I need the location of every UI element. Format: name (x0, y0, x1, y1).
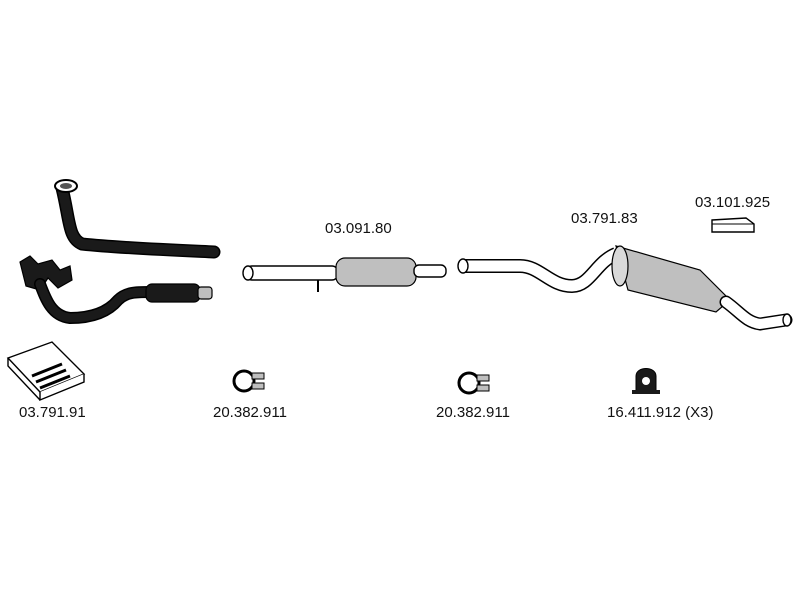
rubber-mounting (632, 368, 660, 394)
part-number-rear-silencer: 03.791.83 (571, 210, 638, 227)
part-number-rubber-mounting: 16.411.912 (X3) (607, 404, 713, 421)
middle-silencer (242, 257, 447, 292)
mounting-kit-box (6, 341, 86, 402)
rear-silencer (457, 245, 793, 331)
part-number-clamp-2: 20.382.911 (436, 404, 510, 421)
clamp-1 (232, 369, 265, 393)
part-number-mounting-kit: 03.791.91 (19, 404, 86, 421)
part-number-middle-silencer: 03.091.80 (325, 220, 392, 237)
front-pipe-lower (19, 255, 213, 325)
part-number-mounting-bar: 03.101.925 (695, 194, 770, 211)
mounting-bar (711, 217, 755, 233)
part-number-clamp-1: 20.382.911 (213, 404, 287, 421)
front-pipe-upper (54, 179, 221, 259)
clamp-2 (457, 371, 490, 395)
